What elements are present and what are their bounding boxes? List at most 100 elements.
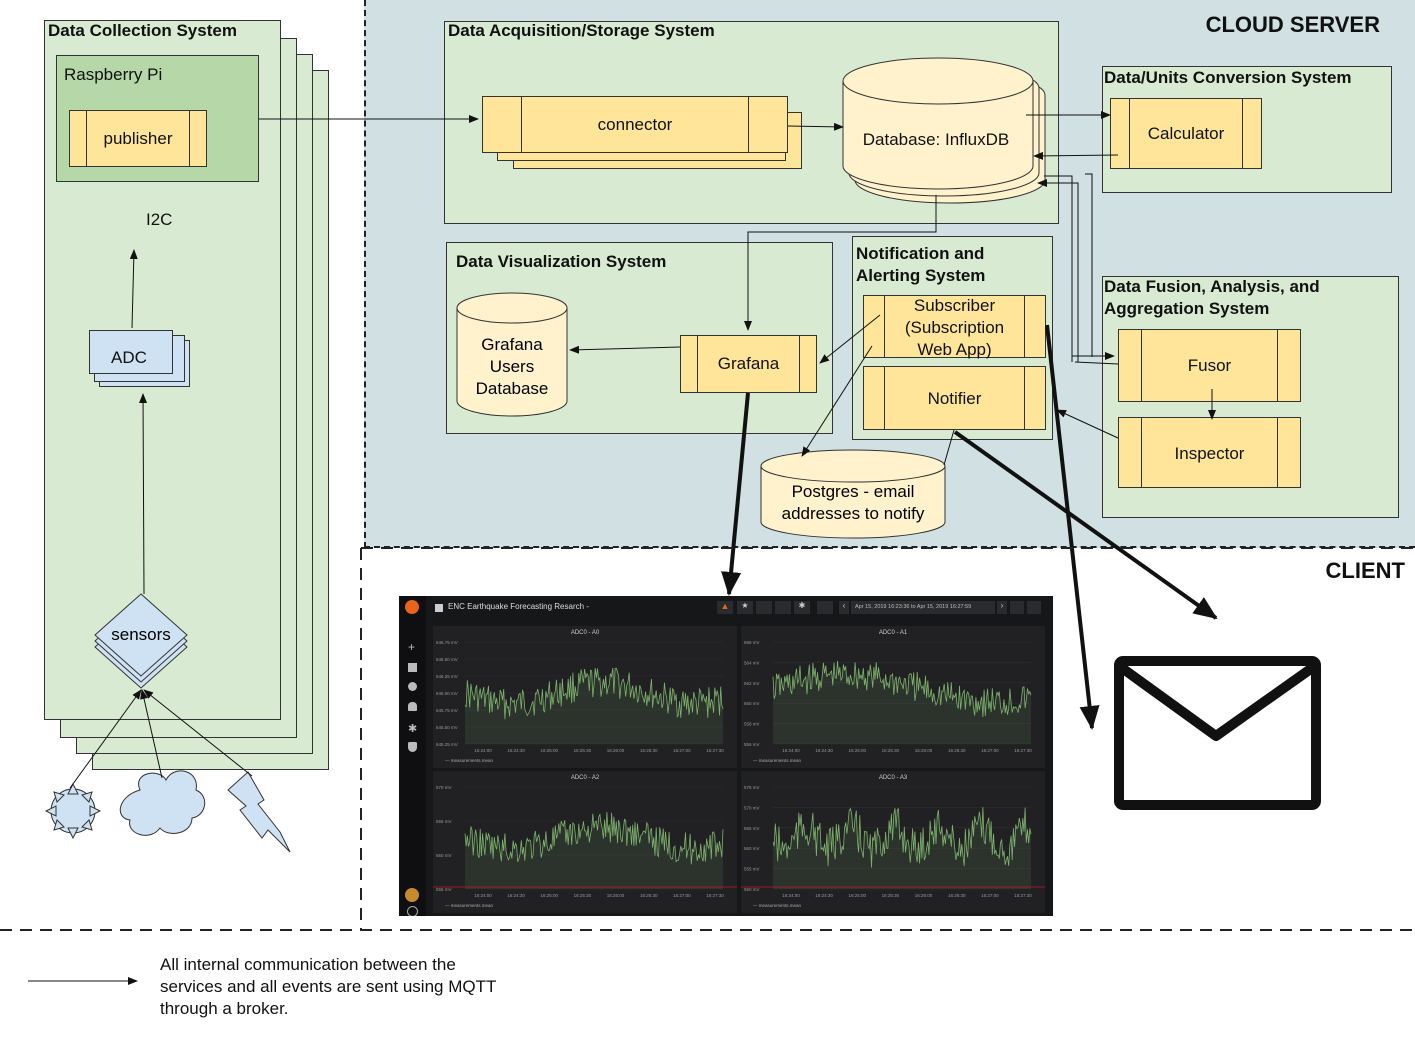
postgres-label-2: addresses to notify — [782, 504, 925, 523]
cloud-server-label: CLOUD SERVER — [1205, 12, 1380, 37]
y-tick-label: 645.50 mV — [436, 725, 458, 730]
inspector-label: Inspector — [1174, 444, 1245, 463]
refresh-icon[interactable] — [1027, 601, 1041, 614]
dashboards-icon[interactable] — [408, 663, 417, 672]
y-tick-label: 645.75 mV — [436, 708, 458, 713]
series-area — [773, 807, 1031, 889]
grafana-users-db-label-2: Users — [490, 357, 534, 376]
panel-title: ADC0 - A0 — [570, 630, 600, 636]
user-avatar[interactable] — [405, 888, 419, 902]
grafana-users-db-cylinder — [456, 292, 568, 417]
calculator-label: Calculator — [1147, 124, 1225, 143]
x-tick-label: 16:24:00 — [782, 893, 800, 898]
star-icon[interactable]: ★ — [737, 601, 753, 614]
y-tick-label: 556 mV — [744, 742, 760, 747]
x-tick-label: 16:26:30 — [948, 893, 966, 898]
help-icon[interactable] — [407, 906, 418, 916]
y-tick-label: 570 mV — [436, 785, 452, 790]
alerting-icon[interactable] — [408, 702, 417, 711]
y-tick-label: 560 mV — [436, 853, 452, 858]
x-tick-label: 16:26:00 — [915, 748, 933, 753]
panel-legend: — measurements.mean — [753, 758, 802, 763]
x-tick-label: 16:26:00 — [915, 893, 933, 898]
x-tick-label: 16:25:30 — [574, 893, 592, 898]
dashboard-settings-icon[interactable]: ✱ — [794, 601, 810, 614]
grafana-label: Grafana — [717, 354, 780, 373]
data-conversion-title: Data/Units Conversion System — [1104, 68, 1352, 87]
subscriber-box — [863, 295, 1046, 358]
dashboard-sidebar — [399, 596, 426, 916]
x-tick-label: 16:25:00 — [849, 893, 867, 898]
time-range-picker[interactable]: Apr 15, 2019 16:23:36 to Apr 15, 2019 16… — [851, 601, 995, 614]
y-tick-label: 562 mV — [744, 681, 760, 686]
y-tick-label: 570 mV — [744, 805, 760, 810]
panel-legend: — measurements.mean — [445, 758, 494, 763]
x-tick-label: 16:26:00 — [607, 748, 625, 753]
subscriber-label-3: Web App) — [917, 340, 992, 359]
y-tick-label: 646.50 mV — [436, 657, 458, 662]
x-tick-label: 16:27:30 — [1014, 748, 1032, 753]
y-tick-label: 565 mV — [744, 826, 760, 831]
calculator-box — [1110, 98, 1262, 169]
client-label: CLIENT — [1325, 558, 1405, 583]
legend-line-3: through a broker. — [160, 999, 289, 1018]
x-tick-label: 16:25:00 — [541, 893, 559, 898]
sensors-label: sensors — [111, 625, 171, 644]
save-icon[interactable] — [775, 601, 791, 614]
x-tick-label: 16:24:30 — [507, 748, 525, 753]
x-tick-label: 16:24:00 — [474, 748, 492, 753]
fusor-label: Fusor — [1187, 356, 1232, 375]
shield-icon[interactable] — [408, 742, 417, 752]
zoom-out-icon[interactable] — [1010, 601, 1024, 614]
panel-title: ADC0 - A1 — [878, 630, 908, 636]
panel-legend: — measurements.mean — [753, 903, 802, 908]
sensors-diamond — [94, 593, 188, 689]
publisher-label: publisher — [103, 129, 173, 148]
series-line — [772, 660, 1032, 718]
series-line — [772, 807, 1032, 868]
subscriber-label-2: (Subscription — [904, 318, 1005, 337]
y-tick-label: 646.00 mV — [436, 691, 458, 696]
y-tick-label: 560 mV — [744, 846, 760, 851]
subscriber-label-1: Subscriber — [913, 296, 996, 315]
x-tick-label: 16:27:00 — [673, 748, 691, 753]
panel-title: ADC0 - A2 — [570, 775, 600, 781]
x-tick-label: 16:25:30 — [574, 748, 592, 753]
grafana-box — [680, 335, 817, 393]
y-tick-label: 555 mV — [436, 887, 452, 892]
i2c-label: I2C — [146, 210, 173, 229]
y-tick-label: 564 mV — [744, 660, 760, 665]
x-tick-label: 16:24:30 — [507, 893, 525, 898]
time-forward-icon[interactable]: › — [997, 601, 1007, 614]
add-panel-icon[interactable]: ▲ — [717, 601, 733, 614]
x-tick-label: 16:25:00 — [541, 748, 559, 753]
x-tick-label: 16:26:30 — [640, 748, 658, 753]
dashboard-grid-icon[interactable] — [435, 604, 443, 612]
x-tick-label: 16:24:30 — [815, 748, 833, 753]
time-back-icon[interactable]: ‹ — [839, 601, 849, 614]
explore-icon[interactable] — [408, 682, 417, 691]
x-tick-label: 16:24:30 — [815, 893, 833, 898]
settings-icon[interactable]: ✱ — [408, 723, 418, 735]
environment-arrows — [69, 689, 253, 789]
fusor-box — [1118, 329, 1301, 402]
dashboard-toolbar: ▲ ★ ✱ ‹ Apr 15, 2019 16:23:36 to Apr 15,… — [717, 601, 1047, 614]
tv-mode-icon[interactable] — [817, 601, 833, 614]
series-line — [464, 667, 724, 720]
add-icon[interactable]: + — [408, 640, 416, 654]
x-tick-label: 16:27:00 — [981, 748, 999, 753]
x-tick-label: 16:27:30 — [706, 748, 724, 753]
share-icon[interactable] — [756, 601, 772, 614]
y-tick-label: 566 mV — [744, 640, 760, 645]
sun-icon — [44, 782, 102, 840]
connector-label: connector — [597, 115, 673, 134]
dashboard-title[interactable]: ENC Earthquake Forecasting Resarch - — [448, 602, 589, 611]
data-fusion-title-1: Data Fusion, Analysis, and — [1104, 277, 1320, 296]
